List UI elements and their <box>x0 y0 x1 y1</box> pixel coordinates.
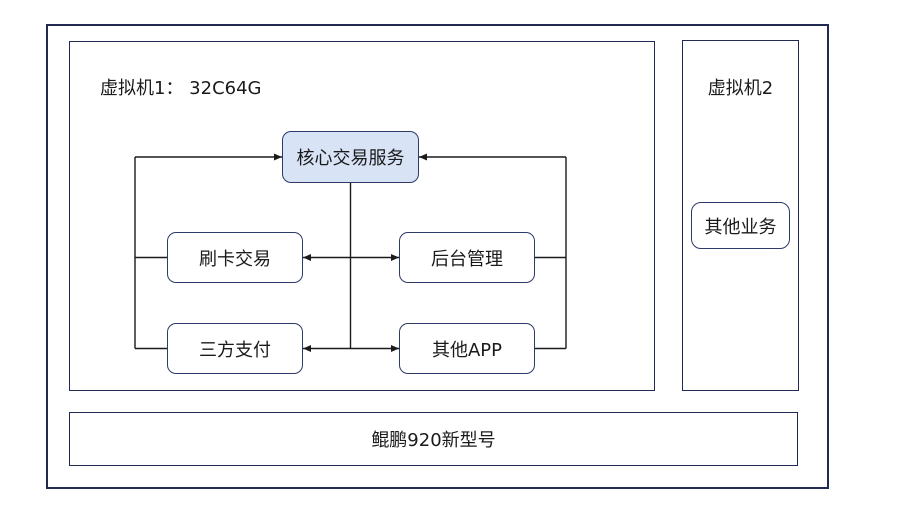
node-third-party-payment: 三方支付 <box>167 323 303 374</box>
outer-frame <box>46 24 829 489</box>
vm2-label: 虚拟机2 <box>707 78 774 99</box>
node-other-business: 其他业务 <box>691 202 790 249</box>
node-backend-management: 后台管理 <box>399 232 535 283</box>
vm2-frame <box>682 40 799 391</box>
node-core-trading-service: 核心交易服务 <box>282 131 419 183</box>
vm1-frame <box>69 41 655 391</box>
vm1-label: 虚拟机1： 32C64G <box>100 78 262 99</box>
node-other-app: 其他APP <box>399 323 535 374</box>
node-card-transaction: 刷卡交易 <box>167 232 303 283</box>
server-label: 鲲鹏920新型号 <box>371 430 496 451</box>
server-bar: 鲲鹏920新型号 <box>69 412 798 466</box>
